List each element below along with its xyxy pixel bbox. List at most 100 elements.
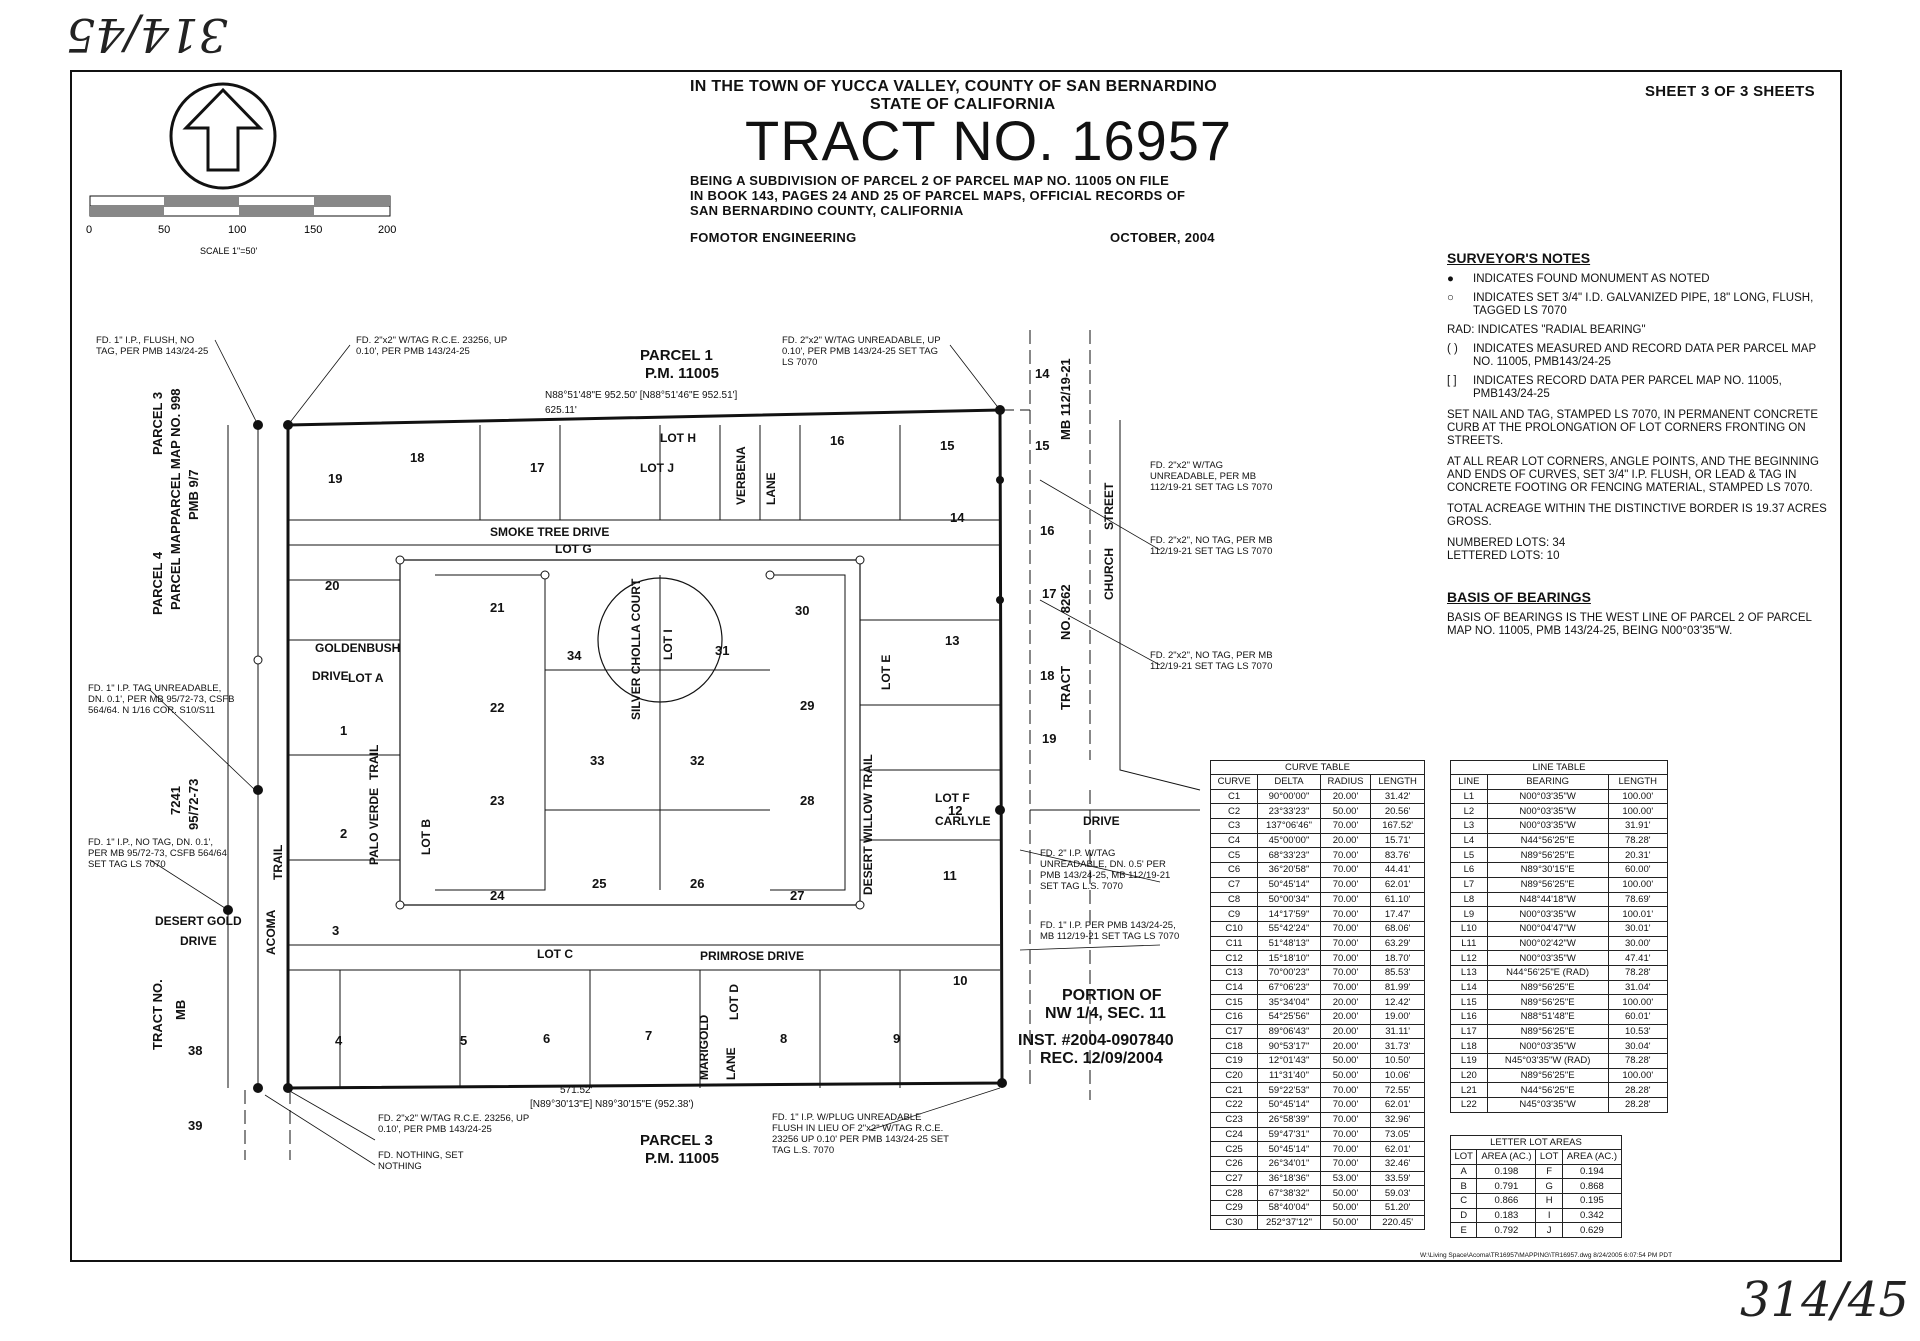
lot-number: 16 [830, 433, 844, 448]
lettered-lots: LETTERED LOTS: 10 [1447, 550, 1560, 562]
street-silver-cholla: SILVER CHOLLA COURT [629, 578, 643, 720]
lettered-lot: LOT E [879, 655, 893, 690]
parcel-1-pm: P.M. 11005 [645, 365, 719, 382]
table-cell: 0.195 [1561, 1193, 1623, 1209]
table-cell: 67°38'32" [1257, 1185, 1321, 1201]
scale-tick-150: 150 [304, 224, 322, 236]
street-church: CHURCH [1102, 548, 1116, 600]
table-cell: 36°18'36" [1257, 1170, 1321, 1187]
note-paragraph: AT ALL REAR LOT CORNERS, ANGLE POINTS, A… [1447, 456, 1819, 494]
adjacent-label: 16 [1040, 523, 1054, 538]
adjacent-label: MB [173, 1000, 188, 1020]
callout: FD. 1" I.P. TAG UNREADABLE, DN. 0.1', PE… [88, 683, 235, 716]
adjacent-label: PARCEL 4 [150, 551, 165, 615]
header-desc-3: SAN BERNARDINO COUNTY, CALIFORNIA [690, 203, 964, 218]
adjacent-label: MB 112/19-21 [1058, 358, 1073, 440]
adjacent-label: 17 [1042, 586, 1056, 601]
table-cell: 50°45'14" [1257, 1141, 1321, 1157]
callout: FD. NOTHING, SET NOTHING [378, 1150, 464, 1172]
lot-number: 25 [592, 876, 606, 891]
table-header: AREA (AC.) [1561, 1149, 1623, 1165]
header-desc-1: BEING A SUBDIVISION OF PARCEL 2 OF PARCE… [690, 173, 1170, 188]
set-pipe-symbol: ○ [1447, 292, 1454, 304]
adjacent-label: 7241 [168, 786, 183, 815]
lettered-lot: LOT F [935, 791, 970, 805]
street-primrose: PRIMROSE DRIVE [700, 949, 804, 963]
basis-of-bearings-heading: BASIS OF BEARINGS [1447, 589, 1591, 605]
curve-table-title: CURVE TABLE [1210, 760, 1425, 774]
adjacent-label: 39 [188, 1118, 202, 1133]
callout: FD. 2"x2" W/TAG R.C.E. 23256, UP 0.10', … [356, 335, 508, 357]
table-cell: 10.50' [1370, 1053, 1425, 1069]
table-cell: 0.866 [1476, 1193, 1537, 1209]
table-cell: N89°56'25"E [1486, 1023, 1609, 1040]
table-cell: 26°34'01" [1257, 1155, 1321, 1172]
tract-boundary [286, 408, 1004, 1090]
table-cell: 32.96' [1370, 1111, 1425, 1128]
scale-label: SCALE 1"=50' [200, 246, 257, 256]
callout: FD. 2"x2" W/TAG R.C.E. 23256, UP 0.10', … [378, 1113, 530, 1135]
adjacent-label: 19 [1042, 731, 1056, 746]
street-goldenbush-drive: DRIVE [312, 669, 349, 683]
lot-number: 1 [340, 723, 347, 738]
north-arrow-icon [169, 82, 277, 190]
note-item: INDICATES MEASURED AND RECORD DATA PER P… [1473, 343, 1816, 368]
parcel-1-label: PARCEL 1 [640, 347, 713, 364]
lot-number: 26 [690, 876, 704, 891]
table-cell: 0.194 [1561, 1163, 1623, 1180]
lot-number: 31 [715, 643, 729, 658]
map-date: OCTOBER, 2004 [1110, 230, 1215, 245]
note-item: INDICATES RECORD DATA PER PARCEL MAP NO.… [1473, 375, 1782, 400]
table-cell: N44°56'25"E [1486, 1082, 1609, 1099]
callout: FD. 2"x2" W/TAG UNREADABLE, UP 0.10', PE… [782, 335, 941, 368]
adjacent-label: PARCEL MAP [168, 525, 183, 610]
lot-number: 15 [940, 438, 954, 453]
lot-number: 23 [490, 793, 504, 808]
table-cell: 167.52' [1370, 818, 1425, 834]
lot-number: 3 [332, 923, 339, 938]
note-item: INDICATES FOUND MONUMENT AS NOTED [1473, 273, 1710, 285]
table-header: LOT [1535, 1149, 1563, 1165]
adjacent-label: 38 [188, 1043, 202, 1058]
table-cell: 220.45' [1370, 1214, 1425, 1231]
table-cell: 31.11' [1370, 1023, 1425, 1040]
table-cell: 59°22'53" [1257, 1082, 1321, 1099]
note-item: RAD: INDICATES "RADIAL BEARING" [1447, 324, 1646, 336]
table-cell: A [1449, 1163, 1478, 1180]
callout: FD. 1" I.P. W/PLUG UNREADABLE FLUSH IN L… [772, 1112, 949, 1156]
adjacent-label: NO. 8262 [1058, 584, 1073, 640]
table-cell: B [1449, 1178, 1478, 1195]
lot-number: 29 [800, 698, 814, 713]
table-cell: 0.342 [1561, 1207, 1623, 1224]
letter-lot-areas-title: LETTER LOT AREAS [1450, 1135, 1622, 1149]
lot-number: 9 [893, 1031, 900, 1046]
lot-number: 33 [590, 753, 604, 768]
lot-number: 24 [490, 888, 505, 903]
table-cell: 90°53'17" [1257, 1038, 1321, 1055]
table-cell: 12°01'43" [1257, 1053, 1321, 1069]
north-line-partial: 625.11' [545, 405, 577, 416]
table-cell: 59.03' [1370, 1185, 1425, 1201]
lot-number: 21 [490, 600, 504, 615]
table-cell: 0.629 [1561, 1222, 1623, 1239]
street-marigold-lane: LANE [724, 1047, 738, 1080]
adjacent-label: 15 [1035, 438, 1049, 453]
table-cell: F [1535, 1163, 1563, 1180]
table-cell: 28.28' [1607, 1097, 1669, 1113]
